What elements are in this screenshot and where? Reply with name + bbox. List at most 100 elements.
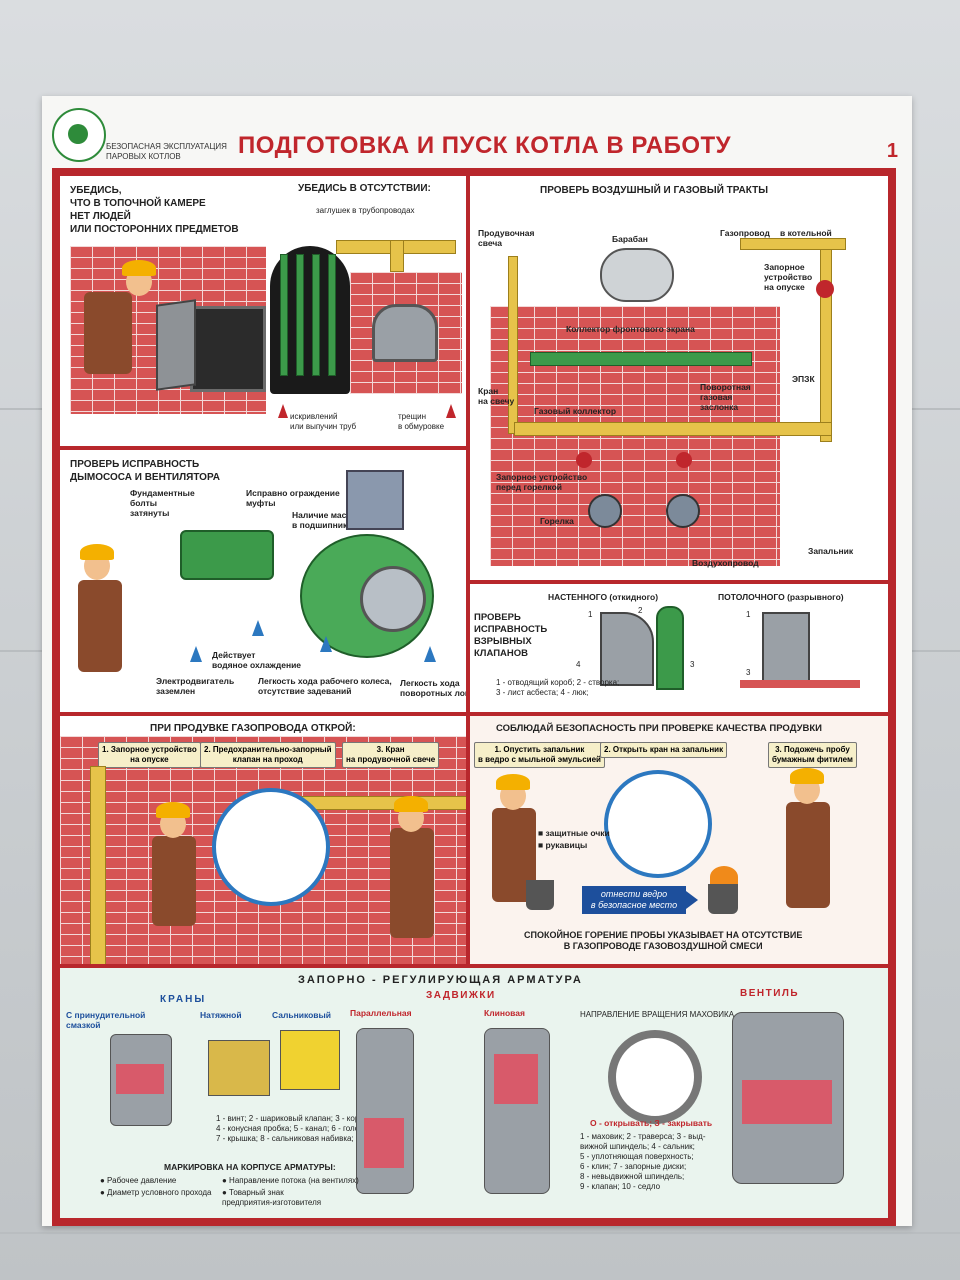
logo-caption: БЕЗОПАСНАЯ ЭКСПЛУАТАЦИЯ ПАРОВЫХ КОТЛОВ (106, 142, 227, 161)
helmet-icon (156, 802, 190, 818)
gas-riser (740, 238, 846, 250)
ceiling-valve-duct (762, 612, 810, 686)
valve-wheel-icon (576, 452, 592, 468)
panel-gas-air-paths: ПРОВЕРЬ ВОЗДУШНЫЙ И ГАЗОВЫЙ ТРАКТЫ Бараб… (470, 176, 888, 580)
poster-frame: УБЕДИСЬ, ЧТО В ТОПОЧНОЙ КАМЕРЕ НЕТ ЛЮДЕЙ… (52, 168, 896, 1226)
helmet-icon (496, 774, 530, 790)
valve-wheel-icon (816, 280, 834, 298)
callout-number: 1 (588, 610, 593, 619)
tube (312, 254, 320, 376)
panel-purge-quality: СОБЛЮДАЙ БЕЗОПАСНОСТЬ ПРИ ПРОВЕРКЕ КАЧЕС… (470, 716, 888, 964)
valve-closeup (212, 788, 330, 906)
handwheel-icon (608, 1030, 702, 1124)
bolts-label: Фундаментные болты затянуты (130, 488, 195, 518)
callout-number: 1 (746, 610, 751, 619)
safety-conclusion: СПОКОЙНОЕ ГОРЕНИЕ ПРОБЫ УКАЗЫВАЕТ НА ОТС… (524, 930, 803, 951)
tension-label: Натяжной (200, 1010, 242, 1020)
gas-riser (820, 240, 832, 442)
callout-number: 3 (746, 668, 751, 677)
epzk-label: ЭПЗК (792, 374, 815, 384)
worker-figure (786, 802, 830, 908)
air-duct-label: Воздухопровод (692, 558, 759, 568)
wall-valve-title: НАСТЕННОГО (откидного) (548, 592, 659, 602)
goggles-label: ■ защитные очки (538, 828, 610, 838)
drum-label: Барабан (612, 234, 648, 244)
panel-subtitle: УБЕДИСЬ В ОТСУТСТВИИ: (298, 183, 431, 194)
panel-fan-check: ПРОВЕРЬ ИСПРАВНОСТЬ ДЫМОСОСА И ВЕНТИЛЯТО… (60, 450, 466, 712)
gate-section (494, 1054, 538, 1104)
front-collector-label: Коллектор фронтового экрана (566, 324, 695, 334)
ceiling-slab (740, 680, 860, 688)
burner-label: Горелка (540, 516, 574, 526)
crane-section (116, 1064, 164, 1094)
oil-label: Наличие масла в подшипниках (292, 510, 357, 530)
panel-explosion-valves: НАСТЕННОГО (откидного) ПОТОЛОЧНОГО (разр… (470, 584, 888, 712)
step1-callout: 1. Запорное устройство на опуске (98, 742, 201, 768)
page-title: ПОДГОТОВКА И ПУСК КОТЛА В РАБОТУ (238, 132, 732, 159)
motor-ground-label: Электродвигатель заземлен (156, 676, 235, 696)
ceiling-valve-title: ПОТОЛОЧНОГО (разрывного) (718, 592, 844, 602)
panel-fire-chamber: УБЕДИСЬ, ЧТО В ТОПОЧНОЙ КАМЕРЕ НЕТ ЛЮДЕЙ… (60, 176, 466, 446)
helmet-icon (80, 544, 114, 560)
tension-crane (208, 1040, 270, 1096)
front-collector (530, 352, 752, 366)
rotation-label: НАПРАВЛЕНИЕ ВРАЩЕНИЯ МАХОВИКА (580, 1010, 735, 1019)
step3-callout: 3. Подожечь пробу бумажным фитилем (768, 742, 857, 768)
parallel-label: Параллельная (350, 1008, 412, 1018)
fan-wheel (360, 566, 426, 632)
wall-valve-duct (600, 612, 654, 686)
safety-poster: БЕЗОПАСНАЯ ЭКСПЛУАТАЦИЯ ПАРОВЫХ КОТЛОВ П… (42, 96, 912, 1226)
tube (296, 254, 304, 376)
helmet-icon (790, 768, 824, 784)
marking-item: ● Диаметр условного прохода (100, 1188, 212, 1197)
marking-title: МАРКИРОВКА НА КОРПУСЕ АРМАТУРЫ: (164, 1162, 336, 1172)
tube (280, 254, 288, 376)
gates-heading: ЗАДВИЖКИ (426, 990, 496, 1001)
shutoff-burner-label: Запорное устройство перед горелкой (496, 472, 588, 492)
valve-heading: ВЕНТИЛЬ (740, 988, 800, 999)
tube (328, 254, 336, 376)
candle-valve-label: Кран на свечу (478, 386, 515, 406)
boiler-room-label: в котельной (780, 228, 832, 238)
panel-title: УБЕДИСЬ, ЧТО В ТОПОЧНОЙ КАМЕРЕ НЕТ ЛЮДЕЙ… (70, 185, 239, 235)
burner-icon (588, 494, 622, 528)
gas-pipe (390, 240, 404, 272)
igniter-closeup (604, 770, 712, 878)
cooling-label: Действует водяное охлаждение (212, 650, 302, 670)
mittens-label: ■ рукавицы (538, 840, 588, 850)
helmet-icon (122, 260, 156, 276)
wall-valve-flap (656, 606, 684, 690)
gas-line-label: Газопровод (720, 228, 770, 238)
firebox-door (156, 299, 196, 391)
guard-label: Исправно ограждение муфты (246, 488, 340, 508)
arrow-up-icon (320, 636, 332, 652)
rotary-damper-label: Поворотная газовая заслонка (700, 382, 751, 412)
flue-duct (346, 470, 404, 530)
move-bucket-banner: отнести ведро в безопасное место (582, 886, 686, 914)
panel-title: ПРИ ПРОДУВКЕ ГАЗОПРОВОДА ОТКРОЙ: (150, 723, 356, 734)
logo-icon (52, 108, 106, 162)
purge-pipe (508, 256, 518, 434)
wheel-label: Легкость хода рабочего колеса, отсутстви… (258, 676, 392, 696)
shutoff-drop-label: Запорное устройство на опуске (764, 262, 813, 292)
bucket-icon (526, 880, 554, 910)
blades-label: Легкость хода поворотных лопаток (400, 678, 466, 698)
purge-candle-label: Продувочная свеча (478, 228, 535, 248)
marking-item: ● Рабочее давление (100, 1176, 177, 1185)
worker-figure (152, 836, 196, 926)
arrow-right-icon (682, 888, 698, 912)
pipe-warp-label: искривлений или выпучин труб (290, 412, 357, 431)
section-title: ЗАПОРНО - РЕГУЛИРУЮЩАЯ АРМАТУРА (298, 974, 583, 986)
arrow-up-icon (278, 404, 288, 418)
panel-title: ПРОВЕРЬ ВОЗДУШНЫЙ И ГАЗОВЫЙ ТРАКТЫ (540, 185, 769, 196)
panel-title: СОБЛЮДАЙ БЕЗОПАСНОСТЬ ПРИ ПРОВЕРКЕ КАЧЕС… (496, 723, 822, 734)
poster-header: БЕЗОПАСНАЯ ЭКСПЛУАТАЦИЯ ПАРОВЫХ КОТЛОВ П… (42, 96, 912, 170)
arrow-up-icon (446, 404, 456, 418)
firebox-opening (190, 306, 266, 392)
flame-icon (710, 866, 738, 888)
boiler-brick (490, 306, 780, 566)
panel-title: ПРОВЕРЬ ИСПРАВНОСТЬ ДЫМОСОСА И ВЕНТИЛЯТО… (70, 459, 220, 483)
plugs-label: заглушек в трубопроводах (316, 206, 415, 215)
parallel-gate (356, 1028, 414, 1194)
bucket-icon (708, 884, 738, 914)
